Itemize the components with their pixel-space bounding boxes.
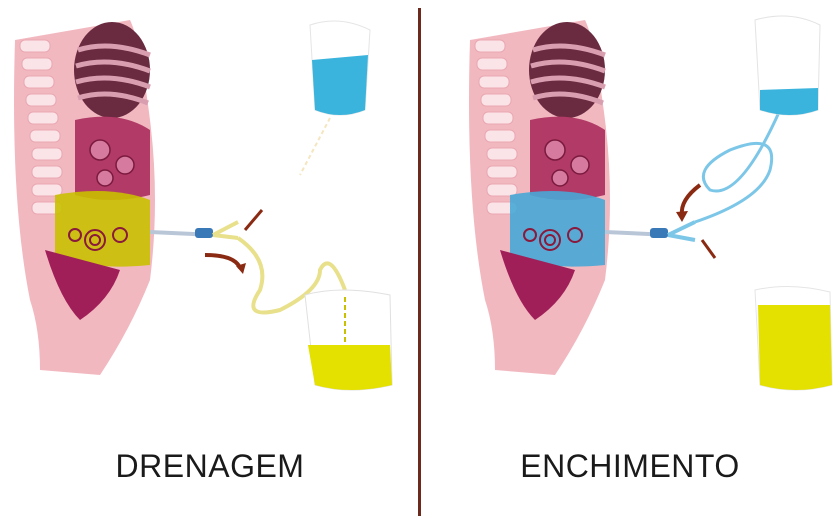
top-bag-line xyxy=(300,118,330,175)
connector xyxy=(650,228,668,238)
peritoneal-fluid xyxy=(55,191,150,267)
caption-filling: ENCHIMENTO xyxy=(420,448,840,485)
y-junction xyxy=(213,222,238,238)
lung xyxy=(74,22,150,118)
flow-arrow xyxy=(682,185,700,215)
caption-drainage: DRENAGEM xyxy=(0,448,420,485)
panel-filling: ENCHIMENTO xyxy=(420,0,840,521)
panel-drainage: DRENAGEM xyxy=(0,0,420,521)
lung xyxy=(529,22,605,118)
fill-tube xyxy=(695,110,780,222)
clamp xyxy=(702,240,715,258)
flow-arrow xyxy=(205,255,240,268)
filling-illustration xyxy=(420,0,840,440)
y-junction xyxy=(668,222,695,240)
peritoneal-fluid xyxy=(510,191,605,267)
connector xyxy=(195,228,213,238)
clamp xyxy=(245,210,262,230)
upper-organs xyxy=(75,117,150,200)
drainage-illustration xyxy=(0,0,420,440)
upper-organs xyxy=(530,117,605,200)
